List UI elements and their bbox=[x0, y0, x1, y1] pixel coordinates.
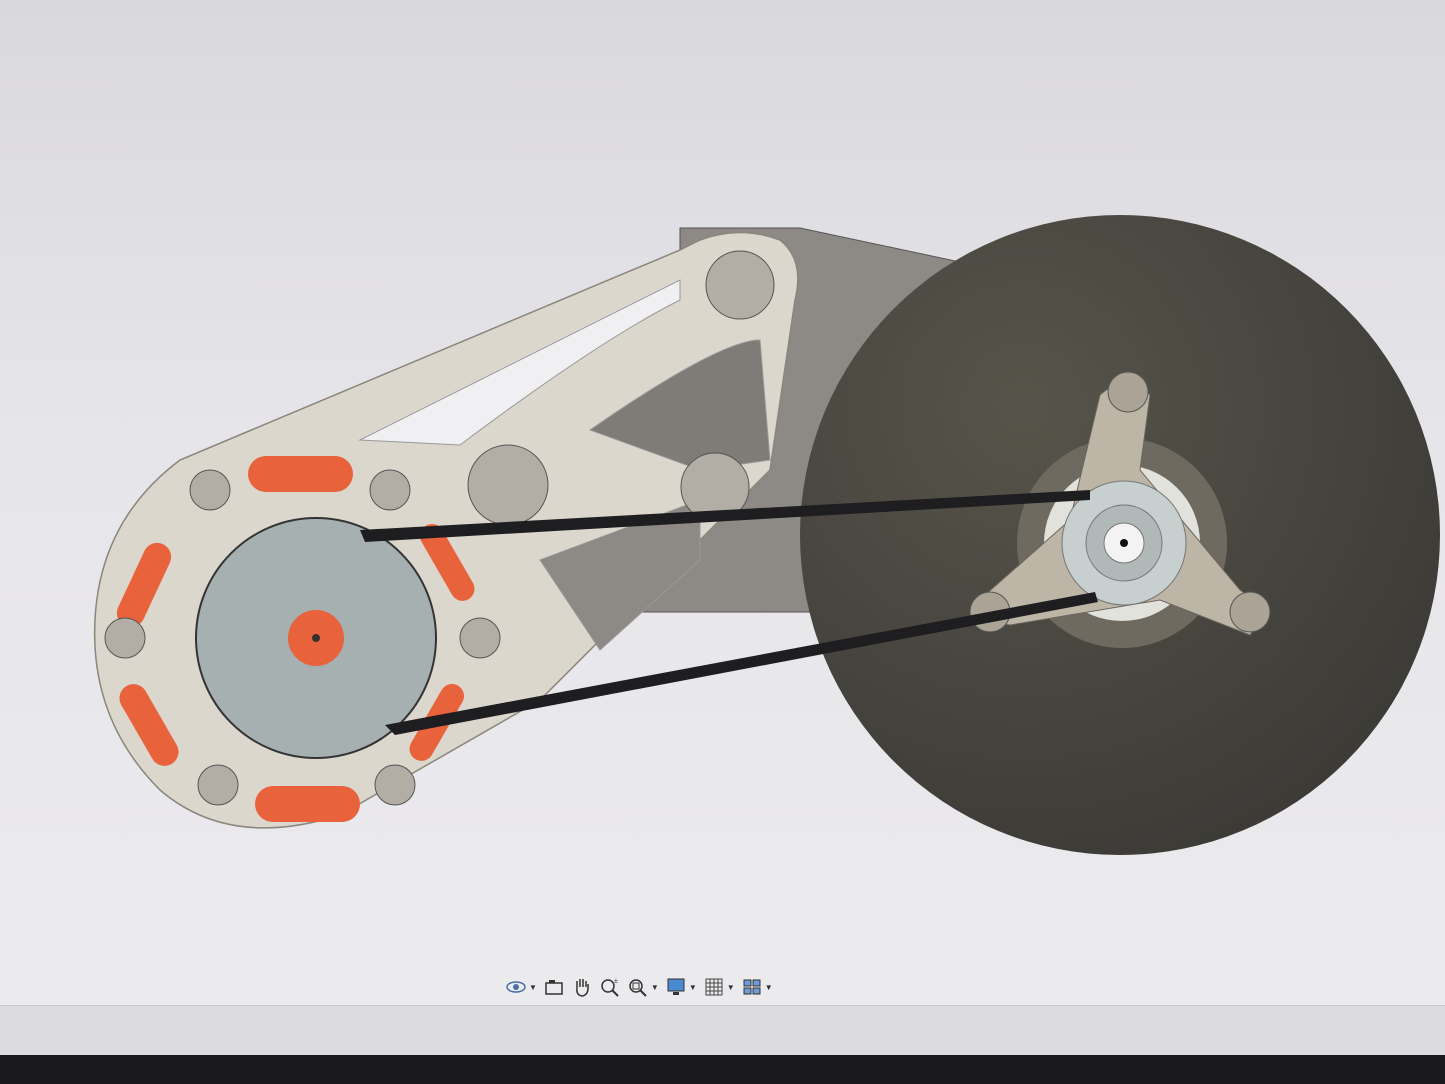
orange-slots bbox=[116, 456, 475, 822]
viewports-icon bbox=[743, 979, 761, 995]
chevron-down-icon[interactable]: ▼ bbox=[726, 982, 735, 992]
zoom-button[interactable]: ± bbox=[599, 976, 621, 998]
look-at-icon bbox=[545, 980, 563, 995]
display-settings-button[interactable]: ▼ bbox=[665, 976, 697, 998]
viewports-button[interactable]: ▼ bbox=[741, 976, 773, 998]
monitor-bezel bbox=[0, 1055, 1445, 1084]
orbit-icon bbox=[506, 981, 526, 993]
navigation-toolbar: ▼ ± ▼ ▼ ▼ ▼ bbox=[505, 974, 773, 1000]
cad-canvas[interactable] bbox=[0, 0, 1445, 1010]
chevron-down-icon[interactable]: ▼ bbox=[529, 982, 537, 992]
status-area bbox=[0, 1005, 1445, 1056]
look-at-button[interactable] bbox=[543, 976, 565, 998]
orbit-button[interactable]: ▼ bbox=[505, 976, 537, 998]
svg-text:±: ± bbox=[614, 978, 618, 985]
belt-drive-model bbox=[93, 215, 1440, 855]
fit-window-icon bbox=[629, 979, 647, 997]
belt bbox=[360, 490, 1098, 735]
bolts bbox=[104, 250, 775, 806]
chevron-down-icon[interactable]: ▼ bbox=[650, 982, 659, 992]
display-settings-icon bbox=[667, 978, 685, 995]
pan-hand-icon bbox=[576, 979, 589, 997]
zoom-icon: ± bbox=[601, 978, 619, 997]
fit-button[interactable]: ▼ bbox=[627, 976, 659, 998]
pan-button[interactable] bbox=[571, 976, 593, 998]
chevron-down-icon[interactable]: ▼ bbox=[688, 982, 697, 992]
grid-icon bbox=[705, 978, 723, 996]
chevron-down-icon[interactable]: ▼ bbox=[764, 982, 773, 992]
grid-button[interactable]: ▼ bbox=[703, 976, 735, 998]
